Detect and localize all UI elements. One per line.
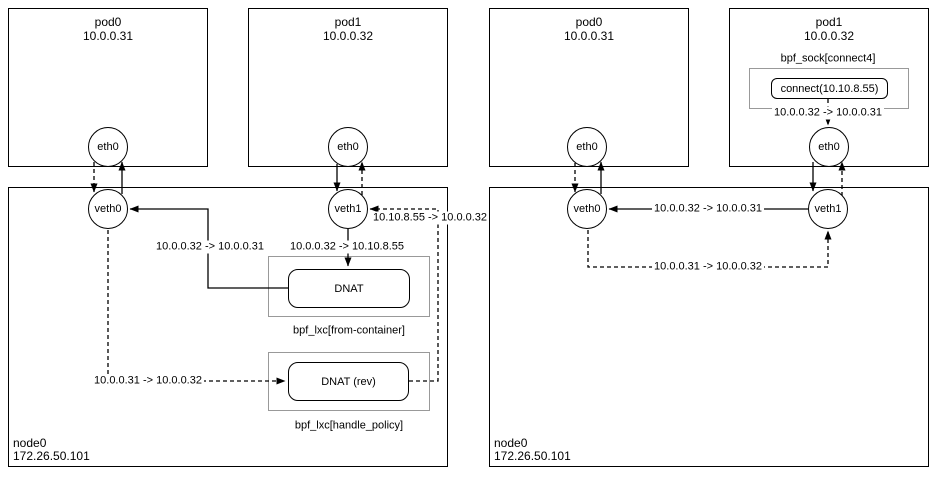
- dnat-rev-label: DNAT (rev): [321, 375, 376, 388]
- right-veth0-interface: veth0: [567, 189, 607, 229]
- connect-call-box: connect(10.10.8.55): [771, 78, 888, 99]
- left-node-label: node0 172.26.50.101: [13, 437, 90, 462]
- pod-ip: 10.0.0.32: [322, 29, 374, 43]
- pod-ip: 10.0.0.32: [803, 29, 855, 43]
- interface-label: eth0: [337, 141, 359, 153]
- bpf-sock-connect4-label: bpf_sock[connect4]: [780, 52, 876, 65]
- interface-label: veth1: [334, 203, 362, 215]
- left-veth0-interface: veth0: [88, 189, 128, 229]
- left-flow-reply-label: 10.0.0.31 -> 10.0.0.32: [92, 374, 204, 388]
- left-pod1-box: pod1 10.0.0.32: [248, 8, 448, 167]
- left-pod1-eth0-interface: eth0: [328, 127, 368, 167]
- bpf-lxc-from-container-label: bpf_lxc[from-container]: [293, 324, 405, 337]
- right-pod0-title: pod0 10.0.0.31: [490, 15, 688, 43]
- interface-label: eth0: [576, 141, 598, 153]
- pod-name: pod1: [815, 15, 843, 29]
- dnat-rev-box: DNAT (rev): [288, 362, 409, 401]
- node-name: node0: [494, 436, 528, 450]
- dnat-box: DNAT: [288, 269, 410, 308]
- left-node-box: node0 172.26.50.101: [8, 187, 448, 467]
- dnat-label: DNAT: [334, 282, 364, 295]
- interface-label: eth0: [97, 141, 119, 153]
- right-flow-reply-label: 10.0.0.31 -> 10.0.0.32: [652, 260, 764, 274]
- right-pod1-eth0-interface: eth0: [809, 127, 849, 167]
- left-flow-request-translated-label: 10.0.0.32 -> 10.0.0.31: [154, 240, 266, 254]
- right-flow-translated-label: 10.0.0.32 -> 10.0.0.31: [772, 106, 884, 120]
- right-node-box: node0 172.26.50.101: [489, 187, 929, 467]
- interface-label: veth0: [94, 203, 122, 215]
- pod-ip: 10.0.0.31: [82, 29, 134, 43]
- right-pod1-title: pod1 10.0.0.32: [730, 15, 928, 43]
- right-flow-request-label: 10.0.0.32 -> 10.0.0.31: [652, 202, 764, 216]
- pod-ip: 10.0.0.31: [563, 29, 615, 43]
- interface-label: eth0: [818, 141, 840, 153]
- bpf-lxc-handle-policy-label: bpf_lxc[handle_policy]: [294, 419, 404, 432]
- left-pod0-eth0-interface: eth0: [88, 127, 128, 167]
- interface-label: veth0: [573, 203, 601, 215]
- left-veth1-interface: veth1: [328, 189, 368, 229]
- interface-label: veth1: [814, 203, 842, 215]
- pod-name: pod1: [334, 15, 362, 29]
- pod-name: pod0: [94, 15, 122, 29]
- right-node-label: node0 172.26.50.101: [494, 437, 571, 462]
- right-veth1-interface: veth1: [808, 189, 848, 229]
- left-pod0-title: pod0 10.0.0.31: [9, 15, 207, 43]
- node-ip: 172.26.50.101: [13, 448, 90, 463]
- left-flow-request-vip-label: 10.0.0.32 -> 10.10.8.55: [287, 240, 407, 254]
- left-pod1-title: pod1 10.0.0.32: [249, 15, 447, 43]
- connect-call-label: connect(10.10.8.55): [780, 82, 879, 95]
- left-flow-reply-vip-label: 10.10.8.55 -> 10.0.0.32: [370, 211, 490, 225]
- right-pod0-eth0-interface: eth0: [567, 127, 607, 167]
- node-ip: 172.26.50.101: [494, 448, 571, 463]
- node-name: node0: [13, 436, 47, 450]
- pod-name: pod0: [575, 15, 603, 29]
